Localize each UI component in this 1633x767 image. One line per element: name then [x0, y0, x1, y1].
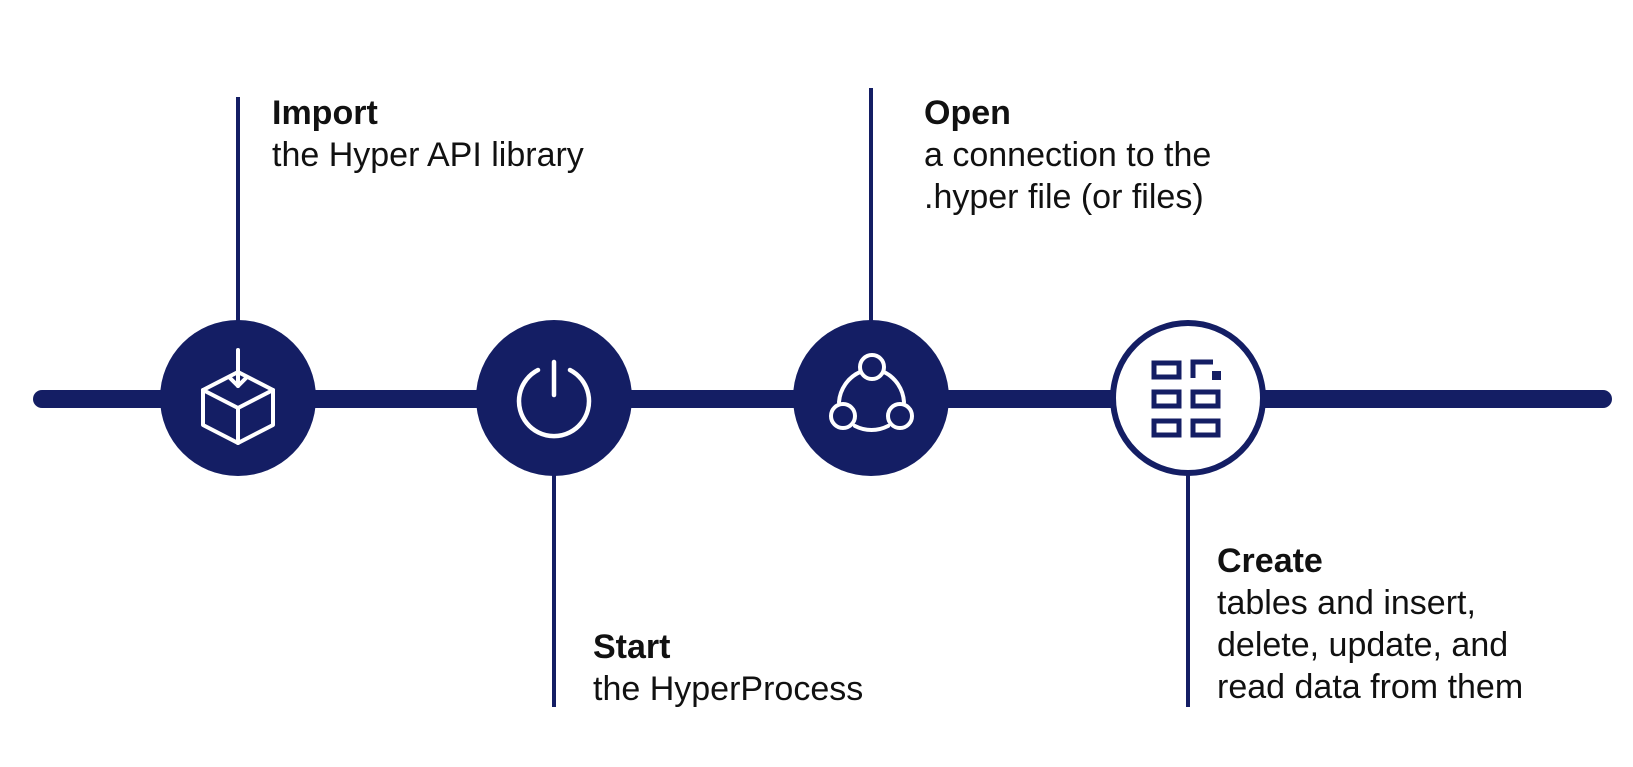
open-step-description-line-1: a connection to the	[924, 136, 1212, 174]
open-step-label: Open a connection to the .hyper file (or…	[924, 92, 1211, 218]
network-nodes-icon	[829, 353, 914, 432]
open-step-description-line-2: .hyper file (or files)	[924, 178, 1204, 216]
create-node	[1110, 320, 1266, 476]
create-step-label: Create tables and insert, delete, update…	[1217, 540, 1523, 708]
import-step-title: Import	[272, 94, 378, 132]
import-step-label: Import the Hyper API library	[272, 92, 584, 176]
create-step-description-line-1: tables and insert,	[1217, 584, 1476, 622]
open-node	[793, 320, 949, 476]
open-step-title: Open	[924, 94, 1011, 132]
start-step-label: Start the HyperProcess	[593, 626, 863, 710]
box-download-icon	[201, 348, 275, 445]
start-step-title: Start	[593, 628, 671, 666]
create-step-title: Create	[1217, 542, 1323, 580]
start-step-description: the HyperProcess	[593, 670, 864, 708]
import-node	[160, 320, 316, 476]
power-icon	[516, 359, 592, 439]
create-step-description-line-3: read data from them	[1217, 668, 1524, 706]
start-node	[476, 320, 632, 476]
import-step-description: the Hyper API library	[272, 136, 584, 174]
data-grid-icon	[1151, 359, 1221, 438]
create-step-description-line-2: delete, update, and	[1217, 626, 1509, 664]
